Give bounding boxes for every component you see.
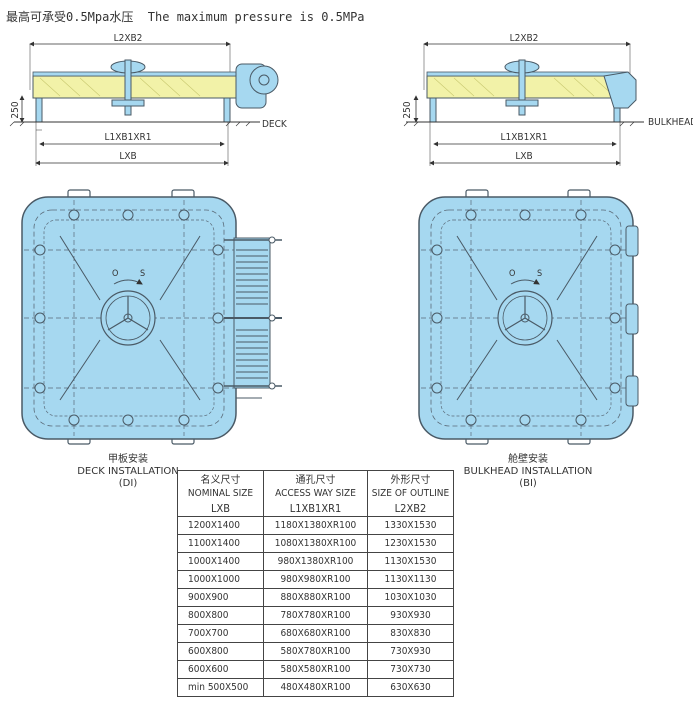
access-way-cell: 580X780XR100	[263, 642, 368, 661]
header-en-nominal: NOMINAL SIZE	[177, 486, 264, 500]
access-way-cell: 1080X1380XR100	[263, 534, 368, 553]
header-code-l2xb2: L2XB2	[367, 500, 454, 517]
deck-caption-en: DECK INSTALLATION	[77, 466, 179, 477]
access-way-cell: 980X980XR100	[263, 570, 368, 589]
nominal-size-cell: 900X900	[177, 588, 264, 607]
open-label-icon: O	[509, 269, 515, 279]
bulkhead-side-section: L2XB2 BULKHEAD 250 L1XB1XR1 LXB	[402, 33, 693, 166]
shut-label-icon: S	[537, 269, 542, 279]
nominal-size-cell: 600X800	[177, 642, 264, 661]
access-way-cell: 980X1380XR100	[263, 552, 368, 571]
dim-height-bulkhead: 250	[402, 101, 413, 118]
deck-caption-code: (DI)	[118, 478, 138, 489]
nominal-size-cell: 800X800	[177, 606, 264, 625]
dim-lxb-bulkhead: LXB	[515, 151, 532, 162]
nominal-size-cell: 700X700	[177, 624, 264, 643]
bulkhead-caption-en: BULKHEAD INSTALLATION	[463, 466, 593, 477]
header-code-l1xb1xr1: L1XB1XR1	[263, 500, 368, 517]
deck-caption: 甲板安装 DECK INSTALLATION (DI)	[60, 454, 196, 490]
insulation-panel-bh	[426, 75, 628, 99]
header-cn-nominal: 名义尺寸	[177, 470, 264, 486]
dim-lxb-deck: LXB	[119, 151, 136, 162]
header-cn-access: 通孔尺寸	[263, 470, 368, 486]
bulkhead-hatch-plan: O S	[418, 189, 639, 445]
deck-label: DECK	[262, 119, 288, 130]
outline-size-cell: 1330X1530	[367, 516, 454, 535]
bulkhead-caption: 舱壁安装 BULKHEAD INSTALLATION (BI)	[460, 454, 596, 490]
header-code-lxb: LXB	[177, 500, 264, 517]
outline-size-cell: 1230X1530	[367, 534, 454, 553]
open-label-icon: O	[112, 269, 118, 279]
bulkhead-caption-cn: 舱壁安装	[508, 454, 548, 465]
size-spec-table: 名义尺寸 通孔尺寸 外形尺寸 NOMINAL SIZE ACCESS WAY S…	[177, 470, 454, 697]
access-way-cell: 1180X1380XR100	[263, 516, 368, 535]
hinge-set-icon	[625, 225, 639, 407]
nominal-size-cell: 1200X1400	[177, 516, 264, 535]
dim-l2xb2-deck: L2XB2	[114, 33, 143, 44]
dim-l1xb1xr1-bulkhead: L1XB1XR1	[501, 132, 548, 143]
insulation-panel	[32, 75, 239, 99]
nominal-size-cell: 1100X1400	[177, 534, 264, 553]
access-way-cell: 480X480XR100	[263, 678, 368, 697]
access-way-cell: 880X880XR100	[263, 588, 368, 607]
dim-height-deck: 250	[10, 101, 21, 118]
outline-size-cell: 930X930	[367, 606, 454, 625]
outline-size-cell: 730X730	[367, 660, 454, 679]
bulkhead-label: BULKHEAD	[648, 117, 693, 128]
shut-label-icon: S	[140, 269, 145, 279]
outline-size-cell: 630X630	[367, 678, 454, 697]
deck-side-section: L2XB2 DECK 250	[9, 33, 288, 166]
nominal-size-cell: min 500X500	[177, 678, 264, 697]
spring-assembly-icon	[224, 236, 282, 399]
outline-size-cell: 830X830	[367, 624, 454, 643]
header-cn-outline: 外形尺寸	[367, 470, 454, 486]
deck-hatch-plan: O S	[21, 189, 282, 445]
nominal-size-cell: 1000X1400	[177, 552, 264, 571]
outline-size-cell: 1130X1530	[367, 552, 454, 571]
access-way-cell: 780X780XR100	[263, 606, 368, 625]
pressure-header: 最高可承受0.5Mpa水压 The maximum pressure is 0.…	[6, 10, 365, 24]
outline-size-cell: 1130X1130	[367, 570, 454, 589]
outline-size-cell: 1030X1030	[367, 588, 454, 607]
access-way-cell: 580X580XR100	[263, 660, 368, 679]
header-en-access: ACCESS WAY SIZE	[263, 486, 368, 500]
access-way-cell: 680X680XR100	[263, 624, 368, 643]
bulkhead-caption-code: (BI)	[519, 478, 537, 489]
hinge-icon	[603, 71, 637, 109]
dim-l2xb2-bulkhead: L2XB2	[510, 33, 539, 44]
outline-size-cell: 730X930	[367, 642, 454, 661]
header-en-outline: SIZE OF OUTLINE	[367, 486, 454, 500]
nominal-size-cell: 600X600	[177, 660, 264, 679]
dim-l1xb1xr1-deck: L1XB1XR1	[105, 132, 152, 143]
nominal-size-cell: 1000X1000	[177, 570, 264, 589]
deck-caption-cn: 甲板安装	[108, 454, 148, 465]
